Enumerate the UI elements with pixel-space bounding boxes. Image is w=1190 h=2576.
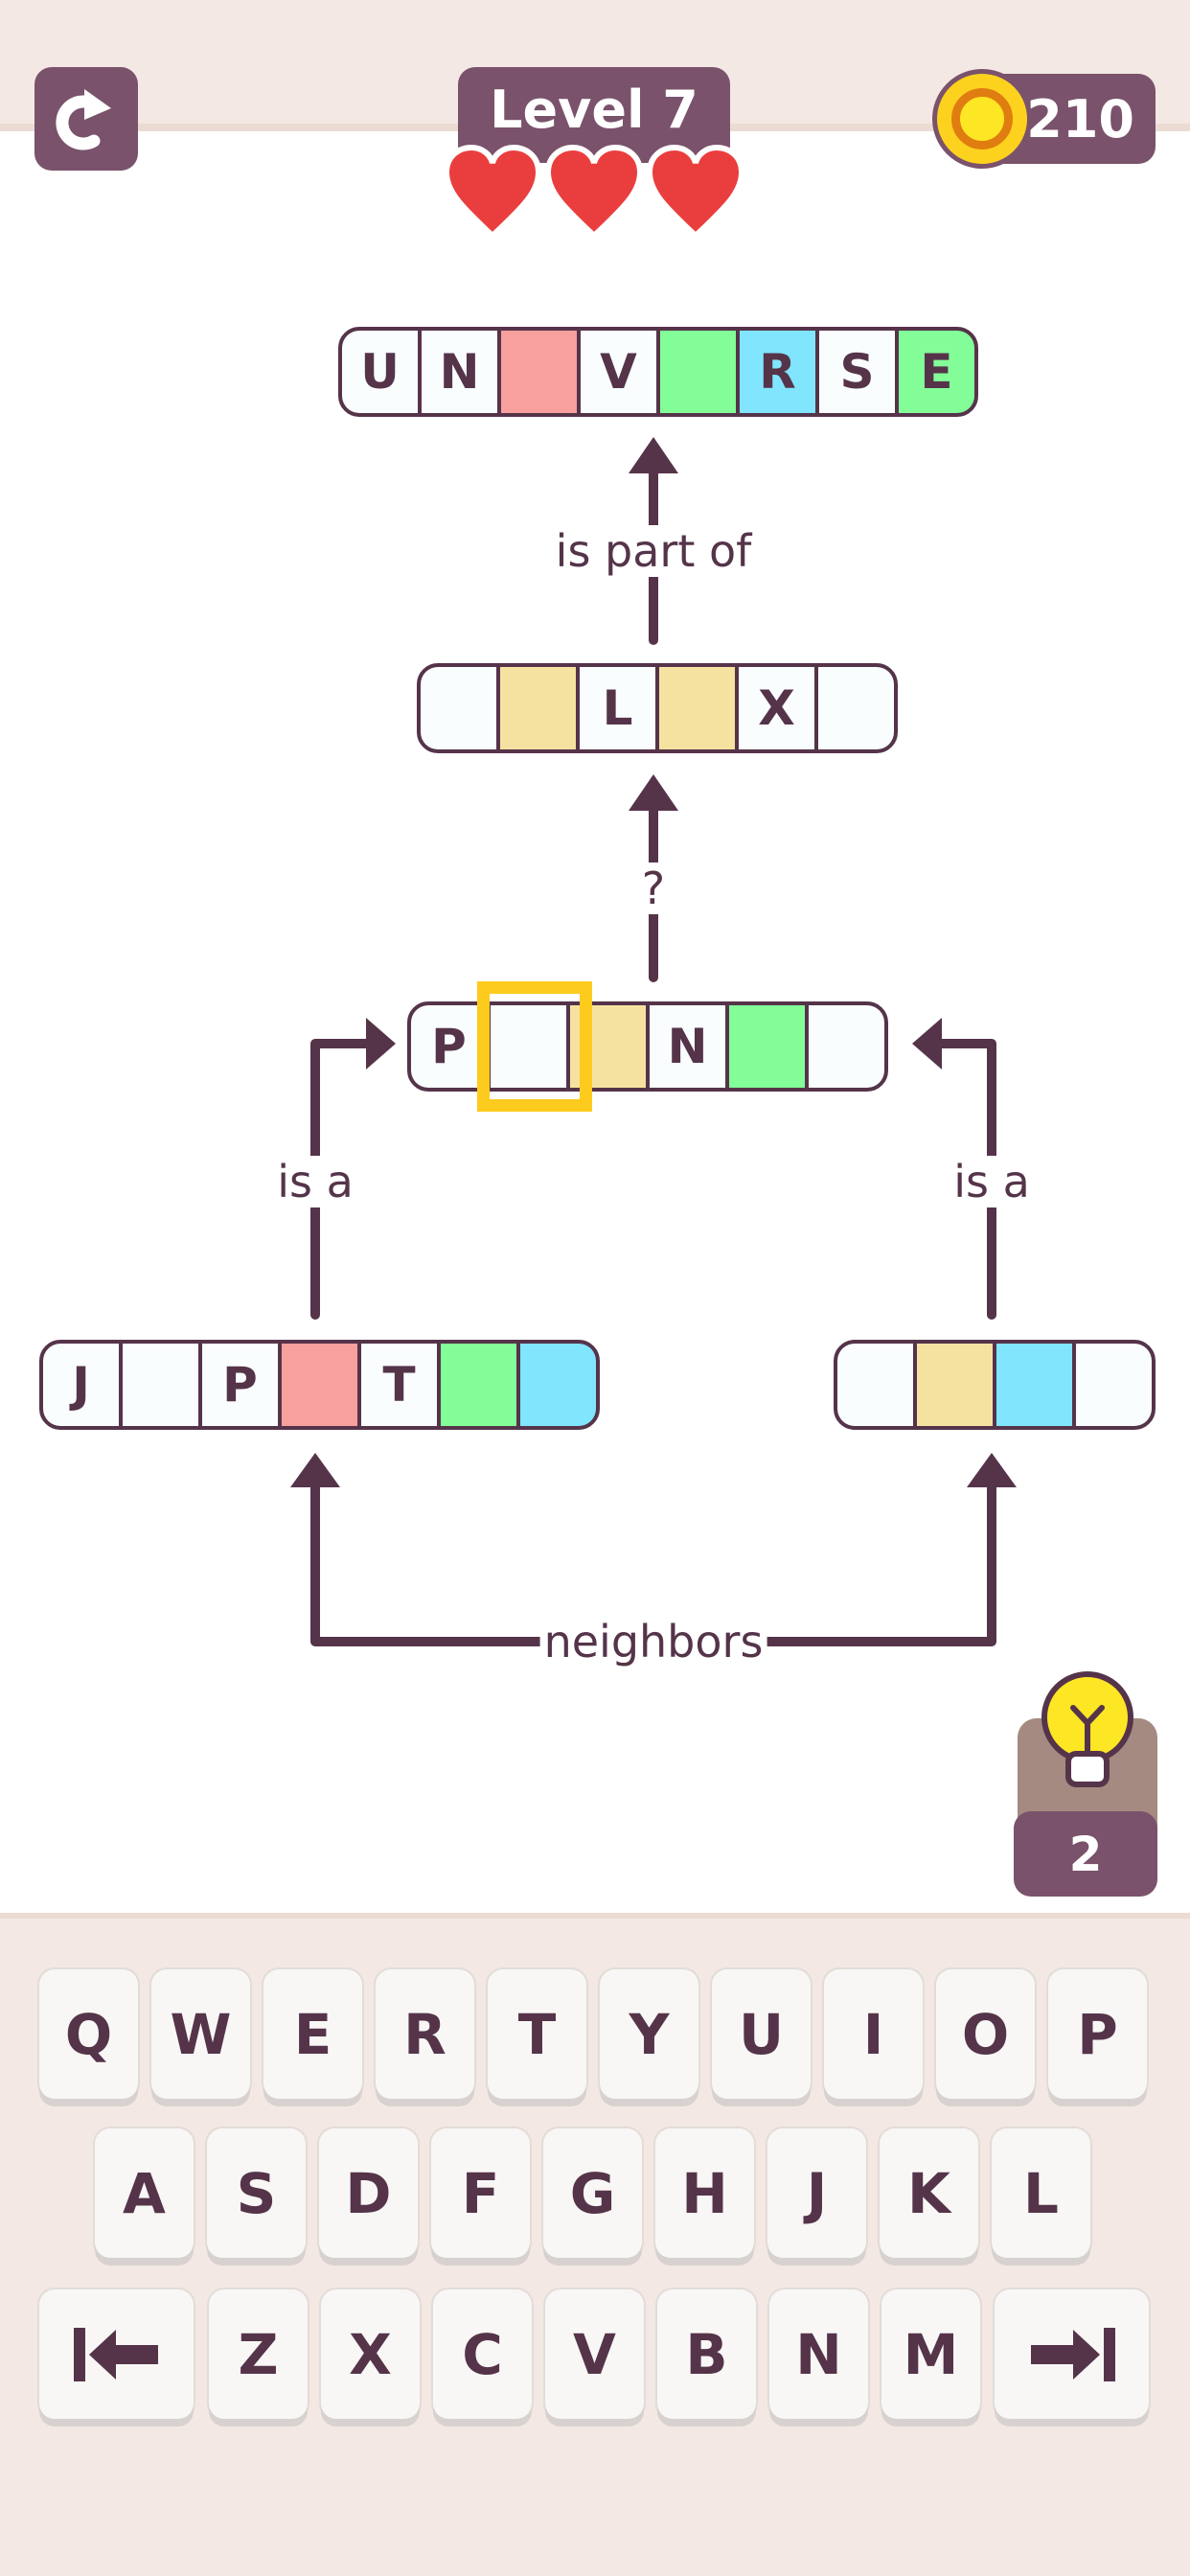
arrow-line-is-a-left <box>310 1039 378 1320</box>
heart-icon <box>544 144 644 240</box>
key-q[interactable]: Q <box>39 1969 138 2099</box>
letter-cell[interactable] <box>660 331 736 413</box>
letter-cell[interactable]: S <box>819 331 895 413</box>
key-t[interactable]: T <box>488 1969 586 2099</box>
key-l[interactable]: L <box>992 2128 1090 2258</box>
letter-cell[interactable]: V <box>581 331 656 413</box>
key-i[interactable]: I <box>824 1969 923 2099</box>
arrowhead-icon <box>967 1453 1017 1487</box>
key-o[interactable]: O <box>936 1969 1035 2099</box>
arrowhead-icon <box>629 437 678 473</box>
letter-cell[interactable] <box>659 667 735 749</box>
relation-label: neighbors <box>539 1616 767 1668</box>
arrowhead-icon <box>629 774 678 811</box>
backspace-key[interactable] <box>39 2289 194 2419</box>
arrowhead-icon <box>912 1018 942 1070</box>
lightbulb-icon <box>1041 1671 1133 1787</box>
letter-cell[interactable]: X <box>739 667 814 749</box>
letter-cell[interactable]: N <box>650 1005 725 1088</box>
key-n[interactable]: N <box>769 2289 868 2419</box>
restart-icon <box>56 89 111 150</box>
letter-cell[interactable]: J <box>43 1344 119 1426</box>
hint-count: 2 <box>1014 1811 1157 1897</box>
letter-cell[interactable] <box>818 667 894 749</box>
relation-label: is part of <box>551 525 756 577</box>
letter-cell[interactable] <box>1076 1344 1152 1426</box>
key-s[interactable]: S <box>207 2128 306 2258</box>
key-w[interactable]: W <box>151 1969 250 2099</box>
key-f[interactable]: F <box>431 2128 530 2258</box>
heart-icon <box>646 144 745 240</box>
arrow-line-is-a-right <box>929 1039 996 1320</box>
letter-cell[interactable] <box>123 1344 198 1426</box>
key-e[interactable]: E <box>263 1969 362 2099</box>
coin-icon <box>932 69 1032 169</box>
key-u[interactable]: U <box>712 1969 811 2099</box>
key-r[interactable]: R <box>376 1969 474 2099</box>
letter-cell[interactable]: R <box>740 331 815 413</box>
key-k[interactable]: K <box>880 2128 978 2258</box>
letter-cell[interactable]: T <box>361 1344 437 1426</box>
enter-key[interactable] <box>995 2289 1149 2419</box>
relation-label: ? <box>637 862 670 914</box>
key-m[interactable]: M <box>881 2289 980 2419</box>
letter-cell[interactable]: N <box>422 331 497 413</box>
key-x[interactable]: X <box>321 2289 420 2419</box>
letter-cell[interactable] <box>729 1005 805 1088</box>
key-c[interactable]: C <box>433 2289 532 2419</box>
heart-icon <box>443 144 542 240</box>
key-g[interactable]: G <box>543 2128 642 2258</box>
letter-cell[interactable] <box>421 667 496 749</box>
key-h[interactable]: H <box>655 2128 754 2258</box>
key-v[interactable]: V <box>545 2289 644 2419</box>
backspace-icon <box>73 2327 158 2381</box>
word-mars <box>834 1340 1156 1430</box>
relation-label: is a <box>950 1156 1034 1208</box>
letter-cell[interactable] <box>837 1344 913 1426</box>
letter-cell[interactable] <box>282 1344 357 1426</box>
arrowhead-icon <box>366 1018 396 1070</box>
letter-cell[interactable]: U <box>342 331 418 413</box>
letter-cell[interactable] <box>501 331 577 413</box>
key-d[interactable]: D <box>319 2128 418 2258</box>
letter-cell[interactable]: E <box>899 331 974 413</box>
letter-cell[interactable] <box>520 1344 596 1426</box>
arrowhead-icon <box>290 1453 340 1487</box>
letter-cell[interactable]: P <box>411 1005 487 1088</box>
key-b[interactable]: B <box>657 2289 756 2419</box>
letter-cell[interactable] <box>917 1344 993 1426</box>
key-a[interactable]: A <box>95 2128 194 2258</box>
relation-label: is a <box>273 1156 357 1208</box>
letter-cell[interactable] <box>491 1005 566 1088</box>
enter-icon <box>1030 2327 1115 2381</box>
letter-cell[interactable] <box>809 1005 884 1088</box>
key-p[interactable]: P <box>1048 1969 1147 2099</box>
letter-cell[interactable] <box>996 1344 1072 1426</box>
restart-button[interactable] <box>34 67 138 171</box>
selected-cell-highlight[interactable] <box>477 981 592 1112</box>
letter-cell[interactable] <box>441 1344 516 1426</box>
key-z[interactable]: Z <box>209 2289 308 2419</box>
key-j[interactable]: J <box>767 2128 866 2258</box>
letter-cell[interactable]: P <box>202 1344 278 1426</box>
letter-cell[interactable] <box>500 667 576 749</box>
letter-cell[interactable]: L <box>580 667 655 749</box>
key-y[interactable]: Y <box>600 1969 698 2099</box>
